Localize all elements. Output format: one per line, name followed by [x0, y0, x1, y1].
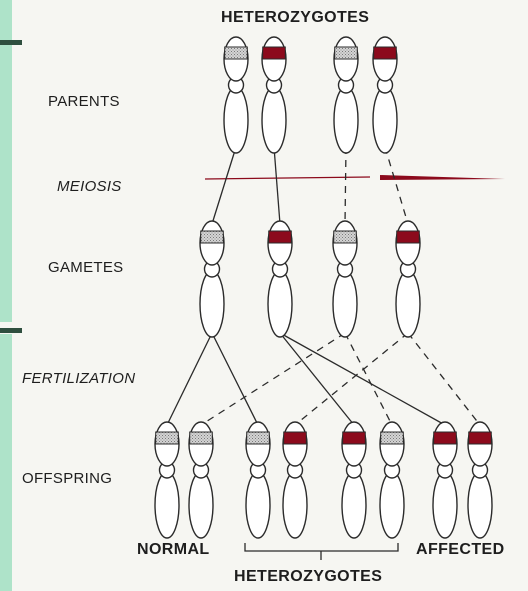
normal-allele-band — [333, 230, 357, 244]
fertilization-label: FERTILIZATION — [22, 370, 136, 387]
normal-allele-band — [334, 46, 358, 60]
gamete-chromosome — [199, 220, 225, 338]
left-margin-bar — [0, 334, 12, 591]
parent-chromosome — [261, 36, 287, 154]
offspring-chromosome — [188, 421, 214, 539]
chromosome-group — [154, 36, 493, 539]
margin-notch — [0, 328, 22, 333]
mutant-allele-band — [433, 431, 457, 445]
offspring-chromosome — [432, 421, 458, 539]
left-margin-bar — [0, 0, 12, 322]
normal-allele-band — [155, 431, 179, 445]
gamete-chromosome — [267, 220, 293, 338]
affected-label: AFFECTED — [416, 541, 505, 558]
offspring-chromosome — [154, 421, 180, 539]
parent-chromosome — [372, 36, 398, 154]
offspring-heterozygotes-label: HETEROZYGOTES — [234, 568, 383, 585]
margin-notch — [0, 40, 22, 45]
meiosis-marker — [204, 175, 505, 180]
offspring-chromosome — [341, 421, 367, 539]
normal-allele-band — [200, 230, 224, 244]
normal-allele-band — [380, 431, 404, 445]
inheritance-lines — [166, 146, 481, 426]
normal-allele-band — [224, 46, 248, 60]
offspring-label: OFFSPRING — [22, 470, 113, 487]
mutant-allele-band — [342, 431, 366, 445]
offspring-chromosome — [245, 421, 271, 539]
mutant-allele-band — [396, 230, 420, 244]
gamete-chromosome — [395, 220, 421, 338]
normal-allele-band — [246, 431, 270, 445]
parents-genotype-title: HETEROZYGOTES — [221, 9, 370, 26]
mutant-allele-band — [373, 46, 397, 60]
mutant-allele-band — [262, 46, 286, 60]
parent-chromosome — [333, 36, 359, 154]
gametes-label: GAMETES — [48, 259, 124, 276]
meiosis-label: MEIOSIS — [57, 178, 122, 195]
heterozygote-bracket — [244, 543, 399, 560]
mutant-allele-band — [283, 431, 307, 445]
gamete-chromosome — [332, 220, 358, 338]
offspring-chromosome — [467, 421, 493, 539]
parent-chromosome — [223, 36, 249, 154]
normal-allele-band — [189, 431, 213, 445]
normal-label: NORMAL — [137, 541, 210, 558]
mutant-allele-band — [268, 230, 292, 244]
offspring-chromosome — [379, 421, 405, 539]
mutant-allele-band — [468, 431, 492, 445]
offspring-chromosome — [282, 421, 308, 539]
parents-label: PARENTS — [48, 93, 120, 110]
